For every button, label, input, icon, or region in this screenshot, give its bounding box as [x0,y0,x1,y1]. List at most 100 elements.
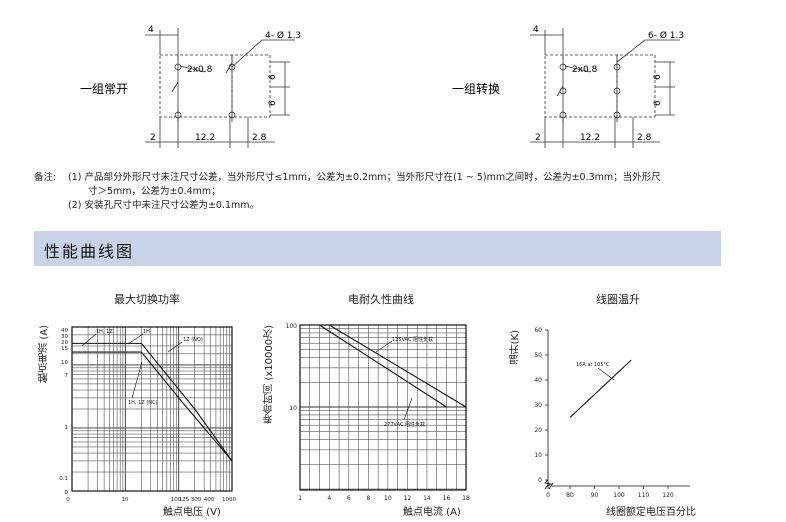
chart-1-xtick-label: 10 [122,497,129,503]
chart-2-annotation: 277VAC 阻性负载 [384,421,425,428]
chart-2-xtick-label: 10 [384,495,392,502]
dim-top-left: 4 [148,25,154,35]
chart-1-ytick-label: 40 [61,328,68,334]
chart-2-annotation: 125VAC 阻性负载 [392,336,433,343]
chart-1-xtick-label: 100 [171,497,182,503]
chart-2-xtick-label: 18 [462,495,470,502]
chart-3-xtick-label: 120 [662,492,674,499]
dim-right-b-left: 6 [268,100,278,106]
chart-1-xtick-label: 300 [191,497,202,503]
chart-3-ytick-label: 50 [534,352,542,359]
chart-1-annotation-leader [127,333,144,345]
chart-1-ytick-label: 1 [65,425,69,431]
note-line-2: (2) 安装孔尺寸中未注尺寸公差为±0.1mm。 [68,200,260,211]
chart-1-annotation-leader [81,333,97,347]
chart-1-annotation: 1H [143,329,150,335]
drawing-label-right: 一组转换 [452,81,500,96]
chart-3-annotation-leader [597,367,615,381]
chart-1-ytick-label: 7 [65,373,69,379]
chart-2-series-line [329,324,467,408]
dim-right-b-right: 6 [653,100,663,106]
chart-3-ytick-label: 0 [538,477,542,484]
chart-3-ytick-label: 10 [534,452,542,459]
chart-3-series-line [569,359,632,418]
drawing-label-left: 一组常开 [80,82,128,96]
chart-1-xtick-label: 125 [179,497,190,503]
chart-2-title: 电耐久性曲线 [348,293,414,306]
hole-callout-right: 6- Ø 1.3 [648,30,684,41]
note-line-1: (1) 产品部分外形尺寸未注尺寸公差，当外形尺寸≤1mm，公差为±0.2mm；当… [68,172,661,183]
chart-2-xtick-label: 14 [423,495,431,502]
dim-bottom-b-left: 12.2 [195,133,215,143]
chart-1-xtick-label: 400 [204,497,215,503]
chart-2-annotation-leader [375,340,393,353]
chart-1-annotation-leader [167,341,183,353]
dim-bottom-c-right: 2.8 [637,133,652,143]
chart-1-series-line [72,351,233,462]
dim-bottom-c-left: 2.8 [252,133,267,143]
chart-1-ytick-label: 15 [61,346,68,352]
chart-2-ytick-label: 10 [289,405,297,412]
chart-2-frame [299,324,467,491]
notes-prefix: 备注: [34,172,57,183]
chart-3-annotation: 16A at 105°C [576,362,610,368]
chart-1-annotation: 1H, 1Z [96,329,113,335]
pin-callout-right: 2x0.8 [572,65,598,75]
dim-bottom-b-right: 12.2 [580,133,600,143]
dim-right-a-left: 6 [268,74,278,80]
chart-1-title: 最大切换功率 [114,293,180,306]
dim-bottom-a-right: 2 [535,133,541,143]
chart-1-series-line [72,342,233,462]
tolerance-notes: 备注: (1) 产品部分外形尺寸未注尺寸公差，当外形尺寸≤1mm，公差为±0.2… [34,171,734,213]
chart-2-xtick-label: 4 [327,495,331,502]
section-banner: 性能曲线图 [34,231,721,266]
dim-right-a-right: 6 [653,74,663,80]
chart-1-xlabel: 触点电压 (V) [163,507,221,518]
chart-2-xtick-label: 8 [366,495,370,502]
chart-1-ytick-label: 20 [61,340,68,346]
section-title: 性能曲线图 [44,242,135,261]
dim-bottom-a-left: 2 [150,133,156,143]
dim-top-right: 4 [533,25,539,35]
chart-3-ytick-label: 60 [534,327,542,334]
chart-1-ytick-label: 0 [65,490,69,496]
note-line-1b: 寸＞5mm，公差为±0.4mm； [88,186,221,197]
chart-3-xlabel: 线圈额定电压百分比 [606,507,696,518]
chart-1-annotation: 1Z (NO) [183,337,203,343]
chart-1-ytick-label: 30 [61,334,68,340]
chart-3-ytick-label: 40 [534,377,542,384]
hole-callout-left: 4- Ø 1.3 [265,30,301,41]
chart-1-ytick-label: 10 [61,360,68,366]
chart-2-series-line [319,324,447,408]
chart-2-annotation-leader [403,397,413,421]
chart-3-ytick-label: 20 [534,427,542,434]
chart-1-annotation: 1H, 1Z (NC) [128,400,157,406]
chart-3-ytick-label: 30 [534,402,542,409]
chart-2-xtick-label: 16 [443,495,451,502]
chart-1-frame [71,326,233,492]
chart-3-xtick-label: 90 [591,492,599,499]
chart-3-xtick-label: 0 [546,492,550,499]
note-row-1: 备注: (1) 产品部分外形尺寸未注尺寸公差，当外形尺寸≤1mm，公差为±0.2… [34,171,734,185]
chart-1-xtick-label: 1000 [222,497,236,503]
chart-2-xtick-label: 12 [404,495,412,502]
chart-3-xtick-label: 100 [613,492,625,499]
mounting-drawing-normally-open: 4 4- Ø 1.3 2x0.8 6 6 2 12.2 2.8 一组常开 [80,25,301,148]
mounting-drawing-changeover: 4 6- Ø 1.3 2x0.8 6 6 2 12.2 2.8 一组转换 [452,25,684,148]
chart-3-xtick-label: 110 [638,492,650,499]
chart-1-annotation-leader [131,361,143,399]
chart-2-xtick-label: 1 [298,495,302,502]
chart-2-ytick-label: 100 [286,323,298,330]
pin-callout-left: 2x0.8 [187,65,213,75]
chart-2-xlabel: 触点电流 (A) [403,507,461,518]
chart-3-xtick-label: 80 [566,492,574,499]
chart-1-ytick-label: 0.1 [59,476,68,482]
chart-1-xtick-label: 0 [66,497,70,503]
note-row-1b: 寸＞5mm，公差为±0.4mm； [34,185,734,199]
note-row-2: (2) 安装孔尺寸中未注尺寸公差为±0.1mm。 [34,199,734,213]
chart-3-title: 线圈温升 [596,293,640,306]
chart-2-xtick-label: 6 [347,495,351,502]
